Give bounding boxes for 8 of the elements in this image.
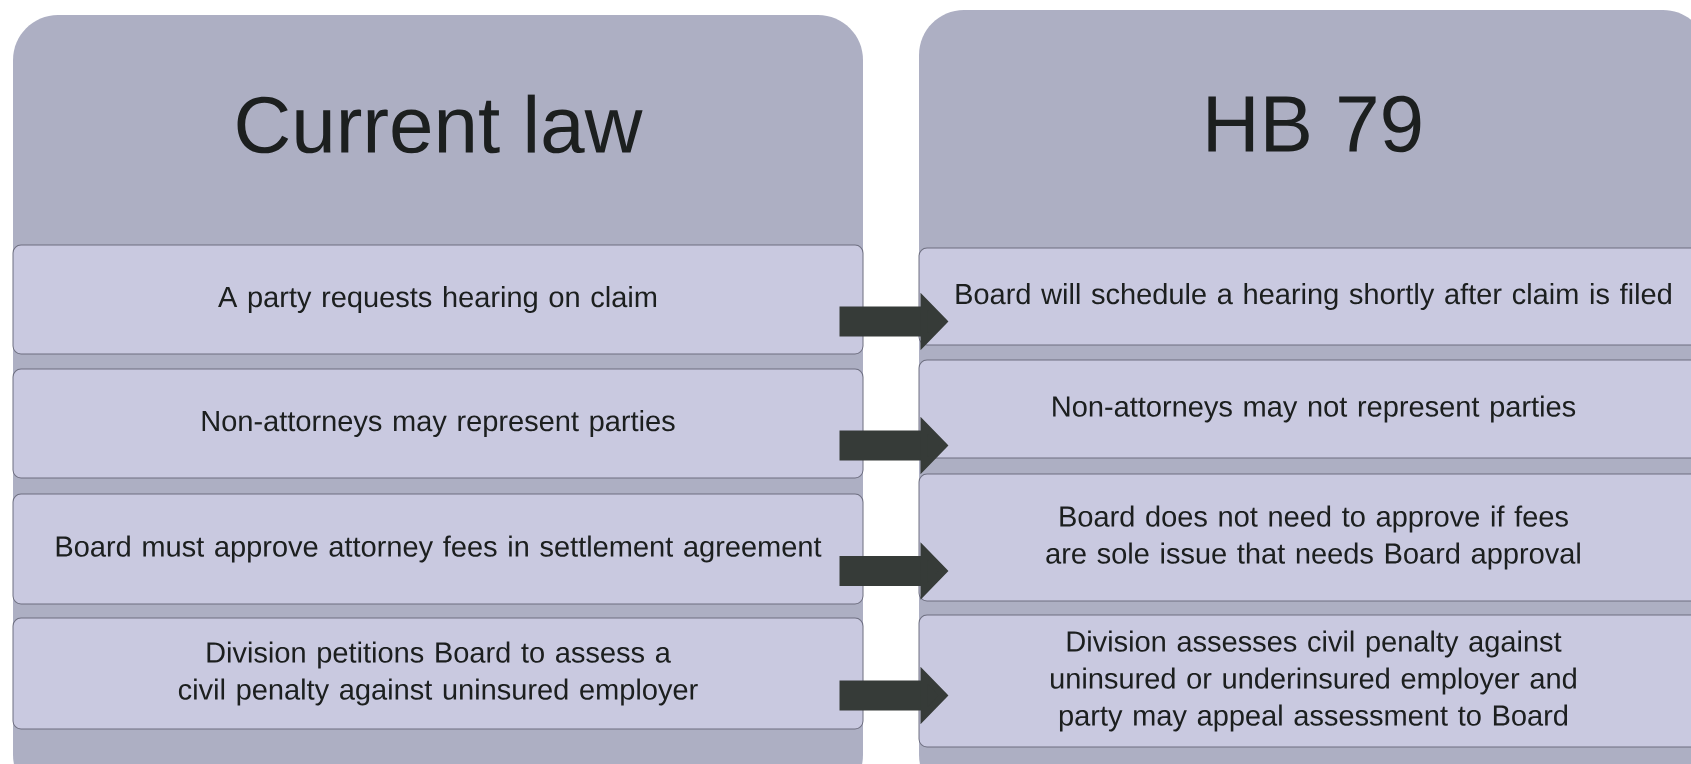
text-box: Board does not need to approve if fees are sole issue that needs Board approval bbox=[918, 473, 1691, 602]
text-box: Non-attorneys may represent parties bbox=[12, 368, 864, 479]
text-box: Board will schedule a hearing shortly after claim is filed bbox=[918, 247, 1691, 346]
text-box: Board must approve attorney fees in settlement agreement bbox=[12, 493, 864, 605]
text-box: A party requests hearing on claim bbox=[12, 244, 864, 355]
text-box: Non-attorneys may not represent parties bbox=[918, 359, 1691, 459]
text-box: Division assesses civil penalty against uninsured or underinsured employer and party may appeal assessment to Board bbox=[918, 614, 1691, 748]
text-box: Division petitions Board to assess a civil penalty against uninsured employer bbox=[12, 617, 864, 730]
